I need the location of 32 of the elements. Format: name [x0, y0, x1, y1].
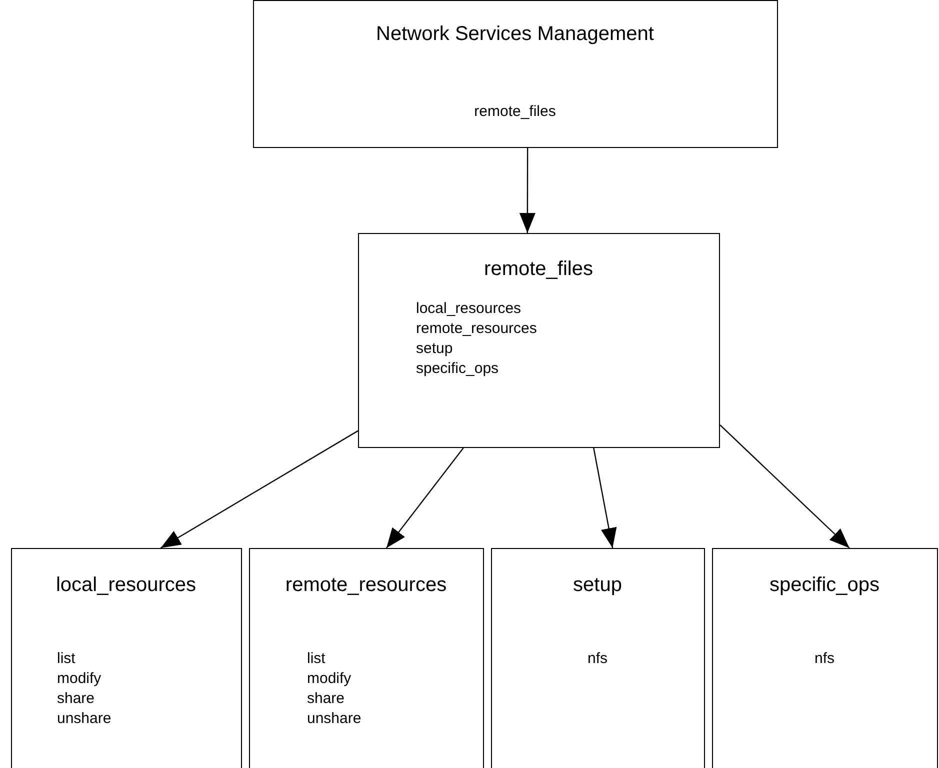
item-name: unshare — [307, 710, 362, 727]
module-title: Network Services Management — [375, 23, 655, 46]
item-name: nfs — [586, 650, 608, 667]
module-title: specific_ops — [768, 574, 881, 597]
item-name: remote_resources — [416, 320, 537, 337]
item-name: nfs — [813, 650, 836, 667]
module-box — [249, 548, 484, 768]
item-name: specific_ops — [416, 360, 499, 377]
item-name: remote_files — [473, 103, 557, 120]
item-name: share — [307, 690, 345, 707]
arrow — [519, 148, 536, 233]
module-box — [712, 548, 938, 768]
module-title: remote_files — [483, 258, 594, 281]
arrow — [160, 430, 358, 549]
module-title: remote_resources — [284, 574, 448, 597]
module-title: setup — [572, 574, 623, 597]
item-name: list — [307, 650, 326, 667]
module-box — [11, 548, 242, 768]
arrow — [720, 424, 850, 548]
item-name: local_resources — [416, 300, 522, 317]
item-name: unshare — [57, 710, 112, 727]
item-name: modify — [307, 670, 352, 687]
arrow — [593, 448, 617, 548]
item-name: list — [57, 650, 76, 667]
module-box — [253, 0, 778, 148]
module-title: local_resources — [54, 574, 198, 597]
item-name: share — [57, 690, 95, 707]
arrow — [386, 448, 464, 548]
module-box — [358, 233, 720, 448]
module-box — [491, 548, 705, 768]
item-name: setup — [416, 340, 453, 357]
item-name: modify — [57, 670, 102, 687]
